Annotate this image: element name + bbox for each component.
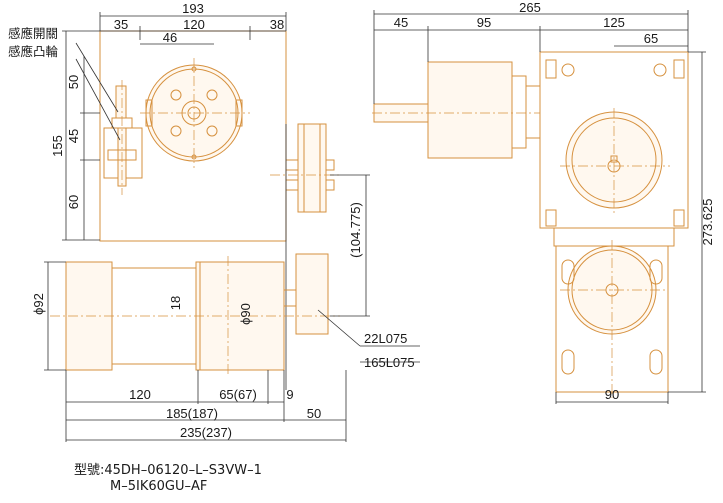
dim-rtop-95: 95 [477,15,491,30]
dim-motor-phi92: ϕ92 [31,293,46,315]
dim-bot-185-187: 185(187) [166,406,218,421]
dim-bot-9: 9 [286,387,293,402]
side-motor-shaft [373,103,429,123]
side-motor-body [427,61,513,159]
note-22l075: 22L075 [364,331,407,346]
model-number: 型號:45DH–06120–L–S3VW–1 M–5IK60GU–AF [74,463,262,495]
dim-left-50: 50 [66,75,81,89]
label-sensor-switch: 感應開關 [8,26,58,41]
front-view [50,30,340,390]
dim-motor-phi90: ϕ90 [238,303,253,325]
sensor-switch [115,85,127,119]
pulley-upper [297,123,327,213]
dim-side-104775: (104.775) [348,202,363,258]
dim-top-120: 120 [183,17,205,32]
dim-top-38: 38 [270,17,284,32]
note-165l075: 165L075 [364,355,415,370]
front-dimensions: 193 35 120 38 46 50 45 155 60 感應開關 感應凸輪 … [8,1,420,442]
label-sensor-cam: 感應凸輪 [8,44,59,59]
dim-top-46: 46 [163,30,177,45]
dim-bot-120: 120 [129,387,151,402]
dim-left-60: 60 [66,195,81,209]
dim-motor-18: 18 [168,296,183,310]
dim-bot-65-67: 65(67) [219,387,257,402]
model-line-2: M–5IK60GU–AF [110,479,208,494]
dim-left-155: 155 [50,135,65,157]
dim-top-35: 35 [114,17,128,32]
dim-left-45: 45 [66,129,81,143]
dim-right-273625: 273.625 [700,199,715,246]
dim-bot-235-237: 235(237) [180,425,232,440]
dim-top-193: 193 [182,1,204,16]
dim-rtop-265: 265 [519,0,541,15]
side-dimensions: 265 45 95 125 65 273.625 90 [373,0,715,404]
side-view [372,51,689,398]
dim-rtop-45: 45 [394,15,408,30]
dim-rtop-125: 125 [603,15,625,30]
dim-rtop-65: 65 [644,31,658,46]
dim-bot-50: 50 [307,406,321,421]
dim-rbot-90: 90 [605,387,619,402]
pulley-lower [295,253,329,335]
model-line-1: 型號:45DH–06120–L–S3VW–1 [74,463,262,478]
